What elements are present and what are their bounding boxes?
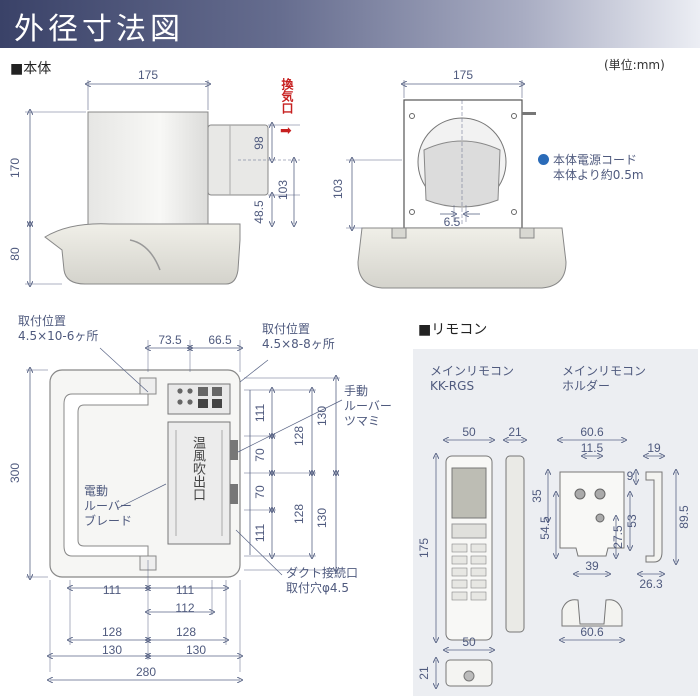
bottom-dim-111-right: 111	[176, 583, 195, 597]
bottom-height-label: 300	[8, 463, 22, 483]
duct-line2: 取付穴φ4.5	[286, 581, 350, 595]
bottom-dim-128-right: 128	[176, 625, 196, 639]
holder-dim-hole-pitch: 11.5	[581, 441, 604, 455]
main-remote-model: KK-RGS	[430, 379, 475, 393]
holder-side	[645, 471, 663, 563]
outlet-dim-48-5: 48.5	[252, 200, 266, 224]
bottom-dim-111-left: 111	[103, 583, 122, 597]
electric-louver-blade-label: 電動 ルーバー ブレード	[84, 484, 132, 529]
main-remote-title: メインリモコン KK-RGS	[430, 364, 514, 394]
holder-dim-width: 60.6	[580, 425, 604, 439]
remote-dim-bottom-width: 50	[462, 635, 476, 649]
remote-dim-depth: 21	[508, 425, 522, 439]
holder-dim-bottom-width: 60.6	[580, 625, 604, 639]
side-height-label-1: 170	[8, 158, 22, 178]
section-title-main-unit: ■本体	[10, 61, 52, 77]
front-width-label: 175	[453, 68, 473, 82]
bottom-dim-128-left: 128	[102, 625, 122, 639]
side-width-label: 175	[138, 68, 158, 82]
manual-louver-knob-label: 手動 ルーバー ツマミ	[344, 384, 392, 429]
knob-line3: ツマミ	[344, 414, 381, 428]
remote-dim-bottom-depth: 21	[417, 666, 431, 680]
header-bar: 外径寸法図	[0, 0, 700, 48]
mount-right-line1: 取付位置	[262, 322, 311, 336]
bottom-top-dim-66-5: 66.5	[208, 333, 232, 347]
bottom-dim-280: 280	[136, 665, 156, 679]
right-dim-a-2: 70	[253, 448, 267, 462]
outlet-dim-103: 103	[276, 180, 290, 200]
side-height-label-2: 80	[8, 247, 22, 261]
front-base	[357, 227, 567, 289]
bottom-dim-130-right: 130	[186, 643, 206, 657]
power-cord-note-line1: 本体電源コード	[553, 153, 638, 167]
mount-right-line2: 4.5×8-8ヶ所	[262, 337, 335, 351]
right-dim-b-3: 128	[292, 504, 306, 524]
knob-line2: ルーバー	[344, 399, 392, 413]
holder-title-line2: ホルダー	[562, 379, 611, 393]
remote-dim-width: 50	[462, 425, 476, 439]
power-cord-note: 本体電源コード 本体より約0.5m	[538, 153, 644, 183]
holder-dim-9: 9	[627, 469, 634, 483]
front-view: 175 103 6.5	[331, 68, 567, 289]
bottom-view: 73.5 66.5 300 111 70 70 111	[8, 333, 343, 680]
mount-position-right: 取付位置 4.5×8-8ヶ所	[262, 322, 335, 352]
duct-line1: ダクト接続口	[286, 566, 359, 580]
remote-holder-title: メインリモコン ホルダー	[562, 364, 646, 394]
holder-dim-35: 35	[530, 489, 544, 503]
right-dim-a-3: 70	[253, 485, 267, 499]
power-cord-note-line2: 本体より約0.5m	[553, 168, 644, 182]
mount-left-line1: 取付位置	[18, 314, 67, 328]
bottom-dim-130-left: 130	[102, 643, 122, 657]
knob-line1: 手動	[344, 384, 369, 398]
unit-note: (単位:mm)	[604, 58, 665, 72]
bottom-frame-left	[63, 393, 149, 557]
side-body	[87, 111, 209, 228]
blade-line2: ルーバー	[84, 499, 132, 513]
side-view: 175 170 80 98 103 48.5	[8, 68, 300, 284]
bottom-top-dim-73-5: 73.5	[158, 333, 182, 347]
remote-view: 50 21 175 50 21 60.6 11.5	[417, 425, 691, 686]
bottom-dim-112: 112	[175, 601, 194, 615]
holder-title-line1: メインリモコン	[562, 364, 647, 378]
outlet-dim-98: 98	[252, 136, 266, 150]
right-dim-a-1: 111	[253, 404, 267, 423]
front-offset-label: 6.5	[444, 215, 461, 229]
blade-line1: 電動	[84, 484, 109, 498]
remote-dim-height: 175	[417, 538, 431, 558]
page-title: 外径寸法図	[14, 12, 184, 47]
remote-side	[505, 455, 525, 633]
front-height-label: 103	[331, 179, 345, 199]
duct-connection-note: ダクト接続口 取付穴φ4.5	[286, 566, 358, 596]
holder-dim-19: 19	[647, 441, 661, 455]
exhaust-port-label: 換気口	[280, 78, 294, 114]
blade-line3: ブレード	[84, 514, 133, 528]
main-remote-title-line1: メインリモコン	[430, 364, 515, 378]
holder-dim-89-5: 89.5	[677, 505, 691, 529]
holder-bottom	[561, 599, 623, 627]
right-dim-a-4: 111	[253, 524, 267, 543]
bullet-dot-icon	[538, 154, 549, 165]
side-base	[44, 223, 241, 285]
mount-left-line2: 4.5×10-6ヶ所	[18, 329, 99, 343]
warm-air-outlet	[167, 421, 231, 545]
warm-air-outlet-label: 温風吹出口	[190, 436, 205, 501]
holder-dim-27-5: 27.5	[611, 525, 625, 549]
holder-dim-54-5: 54.5	[538, 516, 552, 540]
mount-position-left: 取付位置 4.5×10-6ヶ所	[18, 314, 98, 344]
right-dim-b-2: 128	[292, 426, 306, 446]
right-dim-b-4: 130	[315, 508, 329, 528]
right-dim-b-1: 130	[315, 406, 329, 426]
holder-dim-39: 39	[585, 559, 599, 573]
holder-dim-26-3: 26.3	[639, 577, 663, 591]
holder-dim-53: 53	[625, 514, 639, 528]
section-title-remote: ■リモコン	[418, 322, 488, 338]
exhaust-arrow-icon: ➡	[280, 123, 292, 139]
